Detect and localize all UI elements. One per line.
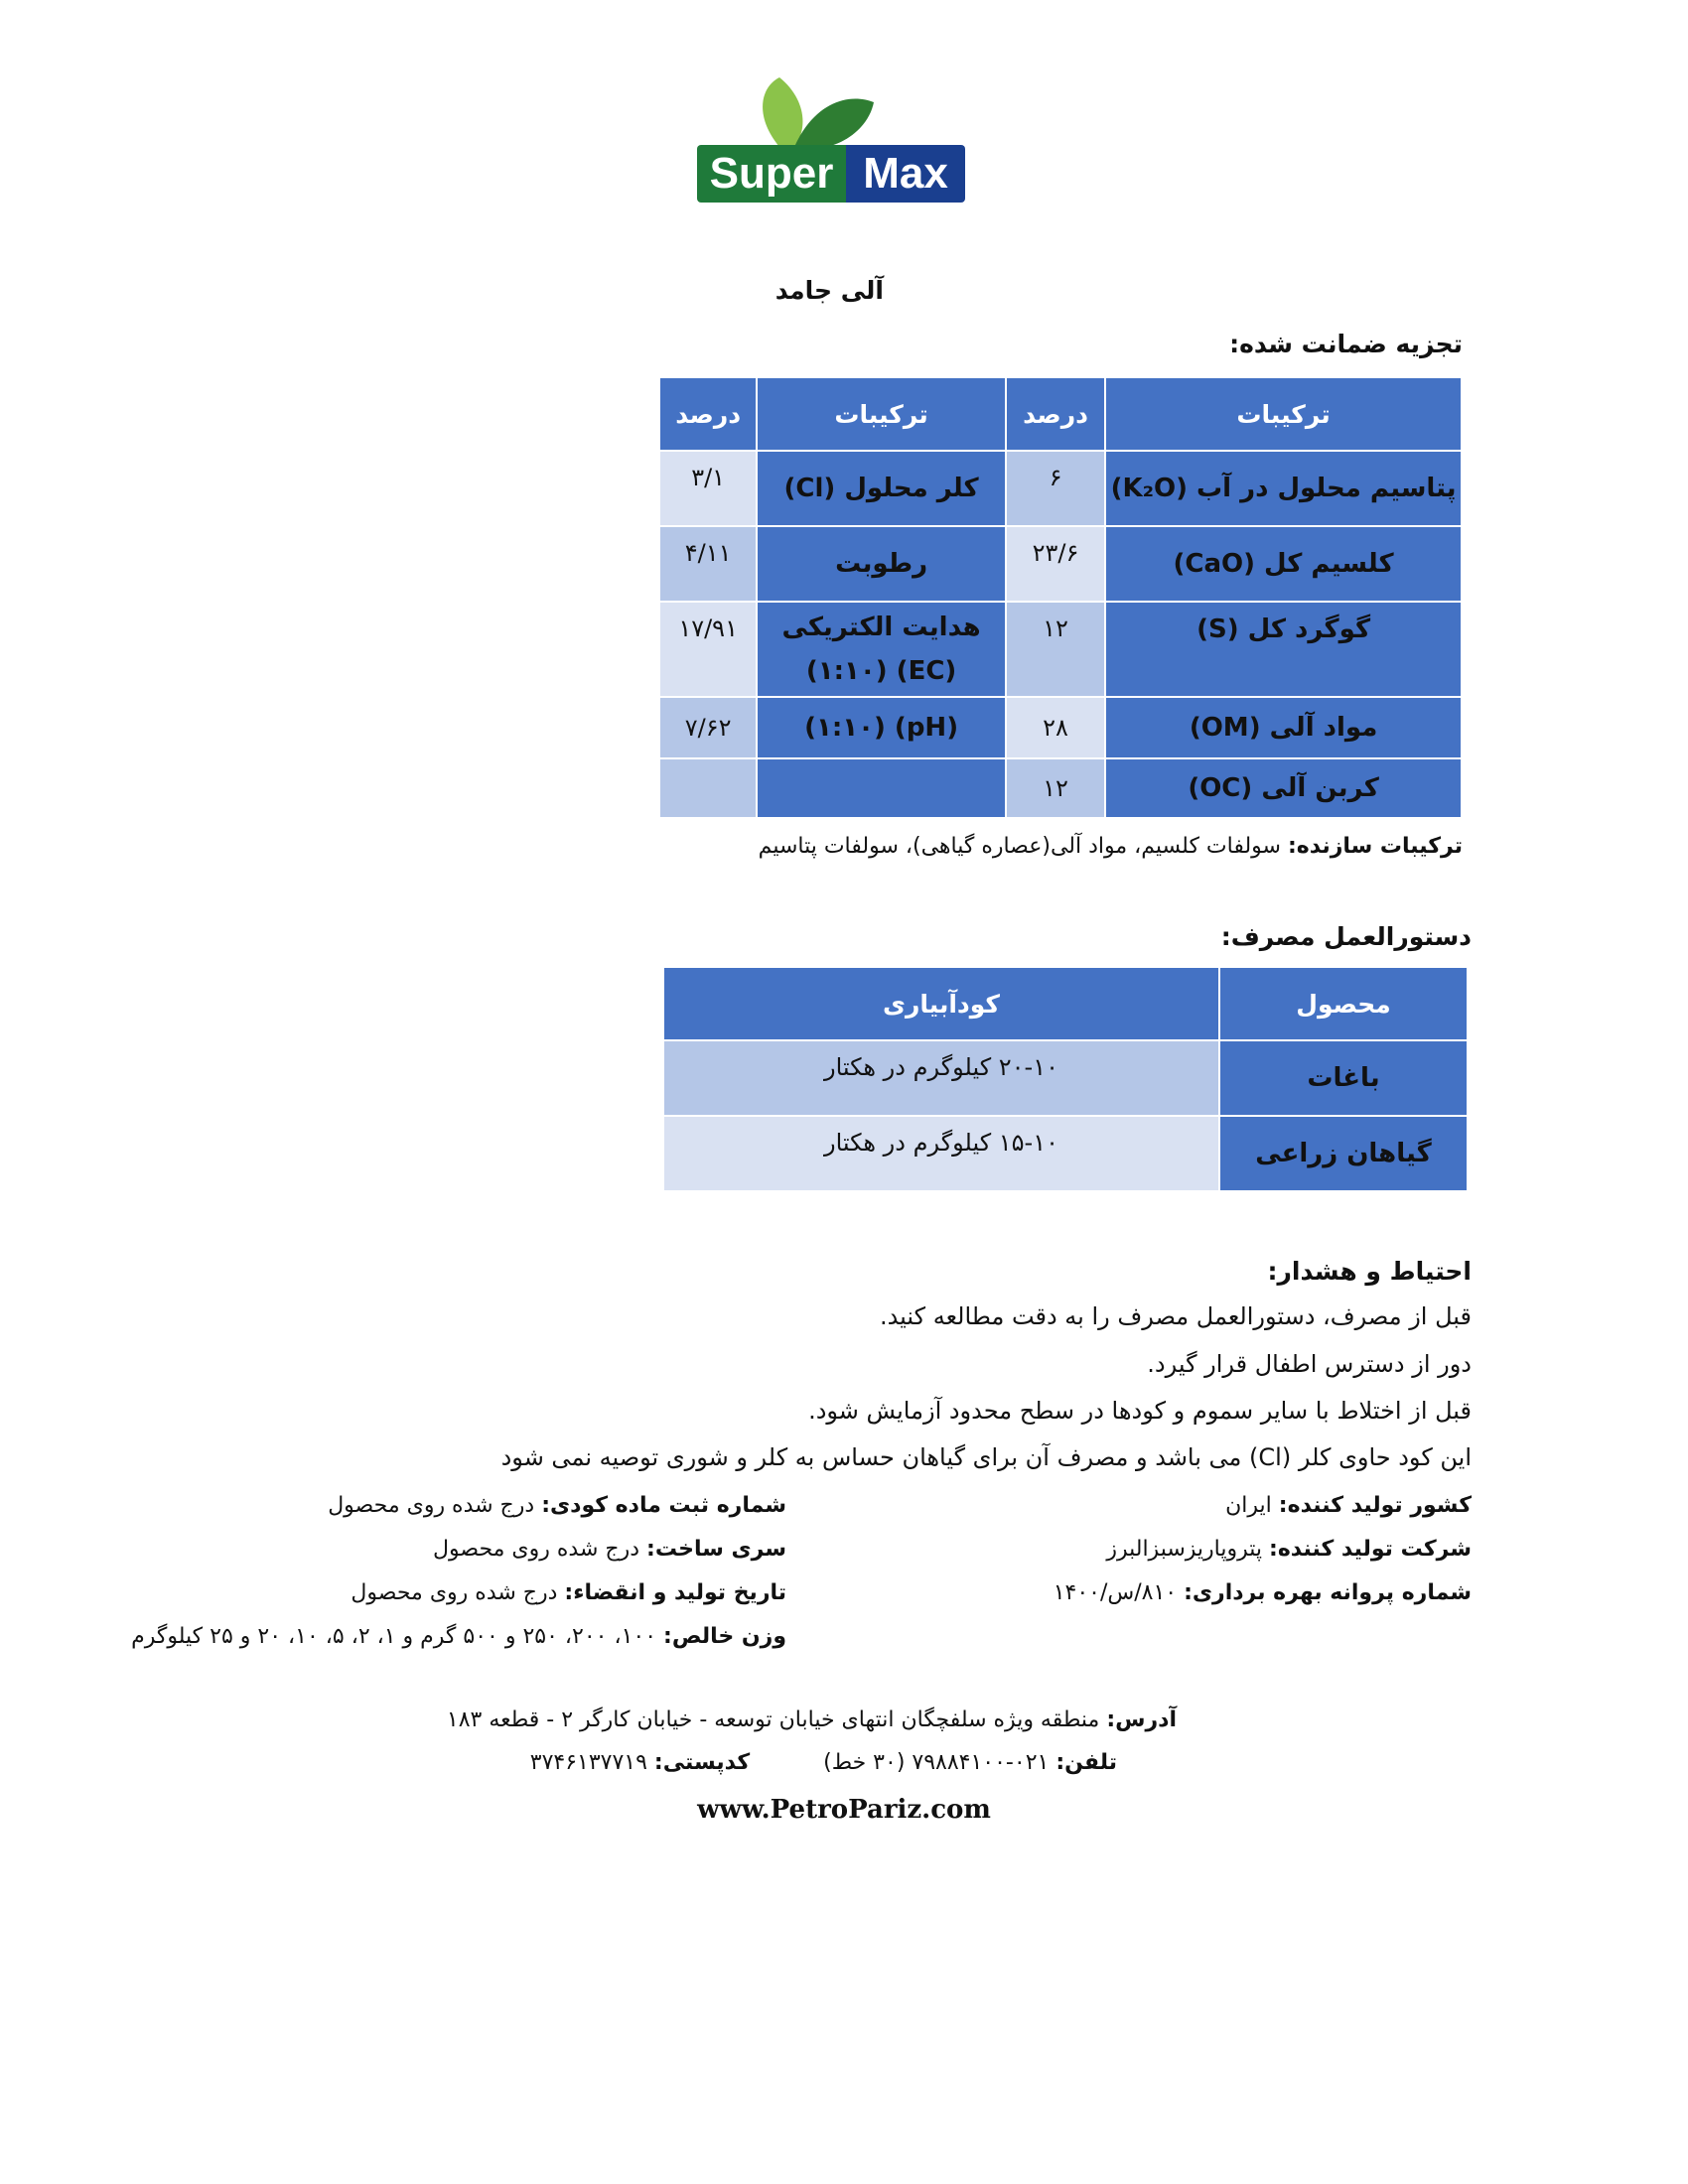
- postal-label: کدپستی:: [653, 1750, 751, 1775]
- footer-contact: تلفن: ۰۲۱-۷۹۸۸۴۱۰۰ (۳۰ خط) کدپستی: ۳۷۴۶۱…: [530, 1750, 1117, 1775]
- info-label: وزن خالص:: [663, 1624, 786, 1649]
- info-net-weight: وزن خالص: ۱۰۰، ۲۰۰، ۲۵۰ و ۵۰۰ گرم و ۱، ۲…: [131, 1624, 786, 1649]
- composition-percent: ۱۷/۹۱: [657, 601, 759, 698]
- composition-percent: [657, 757, 759, 819]
- header-fertigation: کودآبیاری: [662, 966, 1220, 1041]
- composition-name: کلسیم کل (CaO): [1104, 525, 1463, 603]
- warning-line: دور از دسترس اطفال قرار گیرد.: [1147, 1350, 1472, 1378]
- composition-percent: ۲۳/۶: [1004, 525, 1107, 603]
- composition-name: گوگرد کل (S): [1104, 601, 1463, 698]
- info-country: کشور تولید کننده: ایران: [1225, 1493, 1472, 1518]
- dosage-table: محصول کودآبیاری باغات ۲۰-۱۰ کیلوگرم در ه…: [662, 966, 1469, 1192]
- table-header-row: محصول کودآبیاری: [662, 966, 1469, 1041]
- ingredients-label: ترکیبات سازنده:: [1287, 834, 1463, 859]
- info-batch: سری ساخت: درج شده روی محصول: [433, 1537, 786, 1562]
- crop-name: باغات: [1218, 1039, 1469, 1117]
- composition-table: ترکیبات درصد ترکیبات درصد پتاسیم محلول د…: [657, 376, 1463, 819]
- header-crop: محصول: [1218, 966, 1469, 1041]
- crop-name: گیاهان زراعی: [1218, 1115, 1469, 1192]
- info-value: ایران: [1225, 1493, 1272, 1518]
- composition-name: پتاسیم محلول در آب (K₂O): [1104, 450, 1463, 527]
- info-label: شرکت تولید کننده:: [1269, 1537, 1472, 1562]
- info-value: پتروپاریزسبزالبرز: [1106, 1537, 1263, 1562]
- info-license: شماره پروانه بهره برداری: ۸۱۰/س/۱۴۰۰: [1054, 1580, 1472, 1605]
- composition-percent: ۶: [1004, 450, 1107, 527]
- info-dates: تاریخ تولید و انقضاء: درج شده روی محصول: [351, 1580, 786, 1605]
- table-row: مواد آلی (OM) ۲۸ (pH) (۱:۱۰) ۷/۶۲: [657, 696, 1463, 759]
- warning-line: قبل از مصرف، دستورالعمل مصرف را به دقت م…: [879, 1302, 1472, 1330]
- logo-word-max: Max: [846, 145, 965, 203]
- composition-name: رطوبت: [756, 525, 1007, 603]
- info-value: درج شده روی محصول: [351, 1580, 558, 1605]
- info-label: تاریخ تولید و انقضاء:: [564, 1580, 786, 1605]
- address-label: آدرس:: [1106, 1707, 1177, 1732]
- website-link[interactable]: www.PetroPariz.com: [697, 1795, 991, 1825]
- composition-name: مواد آلی (OM): [1104, 696, 1463, 759]
- info-value: درج شده روی محصول: [433, 1537, 640, 1562]
- analysis-heading: تجزیه ضمانت شده:: [1229, 330, 1463, 358]
- composition-name: [756, 757, 1007, 819]
- composition-percent: ۱۲: [1004, 601, 1107, 698]
- composition-percent: ۲۸: [1004, 696, 1107, 759]
- composition-name: کربن آلی (OC): [1104, 757, 1463, 819]
- header-percent: درصد: [1004, 376, 1107, 452]
- info-value: ۸۱۰/س/۱۴۰۰: [1053, 1580, 1178, 1605]
- table-row: گوگرد کل (S) ۱۲ هدایت الکتریکی (EC) (۱:۱…: [657, 601, 1463, 698]
- table-row: باغات ۲۰-۱۰ کیلوگرم در هکتار: [662, 1039, 1469, 1117]
- table-row: پتاسیم محلول در آب (K₂O) ۶ کلر محلول (Cl…: [657, 450, 1463, 527]
- composition-percent: ۴/۱۱: [657, 525, 759, 603]
- dosage-rate: ۱۵-۱۰ کیلوگرم در هکتار: [662, 1115, 1220, 1192]
- info-company: شرکت تولید کننده: پتروپاریزسبزالبرز: [1106, 1537, 1472, 1562]
- table-row: گیاهان زراعی ۱۵-۱۰ کیلوگرم در هکتار: [662, 1115, 1469, 1192]
- postal-code: ۳۷۴۶۱۳۷۷۱۹: [529, 1750, 647, 1775]
- table-header-row: ترکیبات درصد ترکیبات درصد: [657, 376, 1463, 452]
- phone-number: ۰۲۱-۷۹۸۸۴۱۰۰ (۳۰ خط): [823, 1750, 1050, 1775]
- leaf-icon: [763, 77, 874, 149]
- header-composition: ترکیبات: [1104, 376, 1463, 452]
- footer-address: آدرس: منطقه ویژه سلفچگان انتهای خیابان ت…: [447, 1707, 1177, 1732]
- composition-percent: ۳/۱: [657, 450, 759, 527]
- logo-word-super: Super: [697, 145, 846, 203]
- header-composition: ترکیبات: [756, 376, 1007, 452]
- warning-heading: احتیاط و هشدار:: [1267, 1257, 1472, 1286]
- product-title: آلی جامد: [774, 276, 884, 305]
- warning-line: قبل از اختلاط با سایر سموم و کودها در سط…: [808, 1397, 1472, 1425]
- info-label: شماره ثبت ماده کودی:: [541, 1493, 786, 1518]
- address-text: منطقه ویژه سلفچگان انتهای خیابان توسعه -…: [446, 1707, 1100, 1732]
- warning-line: این کود حاوی کلر (Cl) می باشد و مصرف آن …: [500, 1443, 1472, 1471]
- info-registration: شماره ثبت ماده کودی: درج شده روی محصول: [328, 1493, 786, 1518]
- info-value: درج شده روی محصول: [328, 1493, 535, 1518]
- usage-heading: دستورالعمل مصرف:: [1220, 922, 1472, 951]
- info-label: شماره پروانه بهره برداری:: [1184, 1580, 1472, 1605]
- table-row: کلسیم کل (CaO) ۲۳/۶ رطوبت ۴/۱۱: [657, 525, 1463, 603]
- phone-label: تلفن:: [1055, 1750, 1117, 1775]
- ingredients-line: ترکیبات سازنده: سولفات کلسیم، مواد آلی(ع…: [759, 834, 1463, 859]
- info-value: ۱۰۰، ۲۰۰، ۲۵۰ و ۵۰۰ گرم و ۱، ۲، ۵، ۱۰، ۲…: [131, 1624, 657, 1649]
- info-label: سری ساخت:: [646, 1537, 786, 1562]
- info-label: کشور تولید کننده:: [1278, 1493, 1472, 1518]
- supermax-logo: Super Max: [685, 77, 983, 216]
- composition-name: کلر محلول (Cl): [756, 450, 1007, 527]
- composition-percent: ۱۲: [1004, 757, 1107, 819]
- header-percent: درصد: [657, 376, 759, 452]
- composition-percent: ۷/۶۲: [657, 696, 759, 759]
- composition-name: (pH) (۱:۱۰): [756, 696, 1007, 759]
- composition-name: هدایت الکتریکی (EC) (۱:۱۰): [756, 601, 1007, 698]
- table-row: کربن آلی (OC) ۱۲: [657, 757, 1463, 819]
- dosage-rate: ۲۰-۱۰ کیلوگرم در هکتار: [662, 1039, 1220, 1117]
- ingredients-text: سولفات کلسیم، مواد آلی(عصاره گیاهی)، سول…: [758, 834, 1281, 859]
